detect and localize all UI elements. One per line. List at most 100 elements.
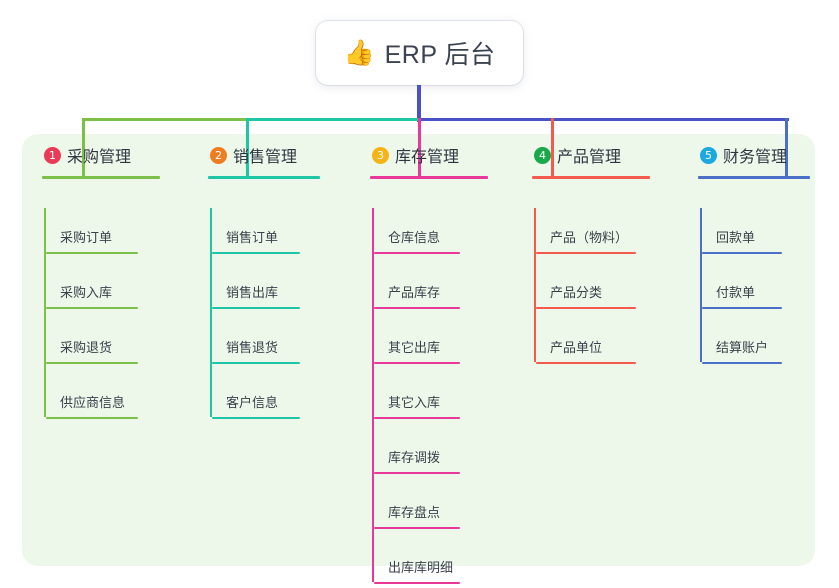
module-header-5[interactable]: 5 财务管理: [690, 140, 787, 170]
module-title: 财务管理: [723, 149, 788, 166]
submenu-item-label: 产品分类: [550, 285, 603, 300]
module-number-badge: 2: [210, 146, 227, 164]
module-title: 产品管理: [557, 149, 622, 166]
submenu-item-rule: [374, 472, 460, 474]
module-number-badge: 5: [700, 146, 717, 164]
module-title: 销售管理: [233, 149, 298, 166]
submenu-item-label: 其它入库: [388, 395, 441, 410]
submenu-item-rule: [212, 252, 300, 254]
module-title: 库存管理: [395, 149, 460, 166]
submenu-item[interactable]: 产品库存: [374, 275, 460, 309]
root-title: ERP 后台: [384, 41, 496, 69]
submenu-item-rule: [702, 307, 782, 309]
submenu-item[interactable]: 产品分类: [536, 275, 636, 309]
module-column-2: 2 销售管理销售订单销售出库销售退货客户信息: [200, 140, 320, 419]
module-header-4[interactable]: 4 产品管理: [524, 140, 621, 170]
submenu-item[interactable]: 仓库信息: [374, 220, 460, 254]
submenu-item-rule: [212, 362, 300, 364]
submenu-item[interactable]: 回款单: [702, 220, 782, 254]
submenu-item-rule: [702, 362, 782, 364]
drop-line-2: [246, 118, 249, 176]
submenu-item-label: 回款单: [716, 230, 756, 245]
submenu-item[interactable]: 库存调拨: [374, 440, 460, 474]
module-header-1[interactable]: 1 采购管理: [34, 140, 131, 170]
thumbs-up-icon: 👍: [343, 38, 375, 67]
submenu-item[interactable]: 销售出库: [212, 275, 300, 309]
submenu-item[interactable]: 采购入库: [46, 275, 138, 309]
submenu-item-rule: [536, 362, 636, 364]
submenu-item-label: 产品单位: [550, 340, 603, 355]
submenu-item[interactable]: 产品（物料）: [536, 220, 636, 254]
submenu-item-rule: [374, 307, 460, 309]
submenu-item-label: 付款单: [716, 285, 756, 300]
submenu-item-rule: [46, 307, 138, 309]
module-column-5: 5 财务管理回款单付款单结算账户: [690, 140, 810, 364]
drop-line-4: [551, 118, 554, 176]
submenu-item-rule: [374, 527, 460, 529]
submenu-item[interactable]: 付款单: [702, 275, 782, 309]
module-number-badge: 1: [44, 146, 61, 164]
submenu-item-rule: [212, 417, 300, 419]
submenu-item-label: 库存盘点: [388, 505, 441, 520]
submenu-item[interactable]: 产品单位: [536, 330, 636, 364]
module-column-1: 1 采购管理采购订单采购入库采购退货供应商信息: [34, 140, 160, 419]
submenu-item-rule: [46, 362, 138, 364]
module-title: 采购管理: [67, 149, 132, 166]
module-header-rule: [42, 176, 160, 179]
submenu-stem-line: [372, 208, 374, 582]
submenu-item[interactable]: 销售退货: [212, 330, 300, 364]
submenu-item[interactable]: 结算账户: [702, 330, 782, 364]
submenu-item-label: 供应商信息: [60, 395, 126, 410]
submenu-stem-line: [534, 208, 536, 362]
submenu-item-label: 采购订单: [60, 230, 113, 245]
drop-line-5: [785, 118, 788, 176]
submenu-item[interactable]: 采购退货: [46, 330, 138, 364]
root-trunk-line: [417, 85, 421, 122]
root-node[interactable]: 👍 ERP 后台: [316, 21, 523, 85]
submenu-item[interactable]: 其它入库: [374, 385, 460, 419]
module-header-2[interactable]: 2 销售管理: [200, 140, 297, 170]
submenu-item-label: 销售出库: [226, 285, 279, 300]
bus-segment-2: [247, 118, 422, 121]
submenu-item-rule: [212, 307, 300, 309]
bus-segment-1: [83, 118, 250, 121]
submenu-item-label: 仓库信息: [388, 230, 441, 245]
submenu-item[interactable]: 出库库明细: [374, 550, 460, 584]
submenu-item-label: 客户信息: [226, 395, 279, 410]
submenu-item-label: 库存调拨: [388, 450, 441, 465]
submenu-item[interactable]: 客户信息: [212, 385, 300, 419]
submenu-item[interactable]: 销售订单: [212, 220, 300, 254]
drop-line-3: [418, 118, 421, 176]
submenu-item-rule: [702, 252, 782, 254]
module-header-rule: [532, 176, 650, 179]
submenu-stem-line: [44, 208, 46, 417]
submenu-item-rule: [46, 252, 138, 254]
submenu-item-rule: [46, 417, 138, 419]
module-number-badge: 4: [534, 146, 551, 164]
drop-line-1: [82, 118, 85, 176]
submenu-item[interactable]: 采购订单: [46, 220, 138, 254]
submenu-item-rule: [374, 362, 460, 364]
submenu-item-label: 销售退货: [226, 340, 279, 355]
module-header-rule: [208, 176, 320, 179]
submenu-item-label: 采购退货: [60, 340, 113, 355]
submenu-item[interactable]: 库存盘点: [374, 495, 460, 529]
bus-segment-4: [552, 118, 789, 121]
submenu-item-rule: [374, 252, 460, 254]
submenu-item-label: 其它出库: [388, 340, 441, 355]
submenu-item-label: 结算账户: [716, 340, 769, 355]
submenu-item[interactable]: 供应商信息: [46, 385, 138, 419]
bus-segment-3: [419, 118, 555, 121]
modules-panel: [22, 134, 815, 566]
submenu-item-rule: [536, 252, 636, 254]
submenu-item[interactable]: 其它出库: [374, 330, 460, 364]
submenu-item-rule: [374, 417, 460, 419]
submenu-item-label: 出库库明细: [388, 560, 454, 575]
module-column-4: 4 产品管理产品（物料） 产品分类产品单位: [524, 140, 650, 364]
submenu-stem-line: [700, 208, 702, 362]
submenu-item-label: 采购入库: [60, 285, 113, 300]
submenu-stem-line: [210, 208, 212, 417]
